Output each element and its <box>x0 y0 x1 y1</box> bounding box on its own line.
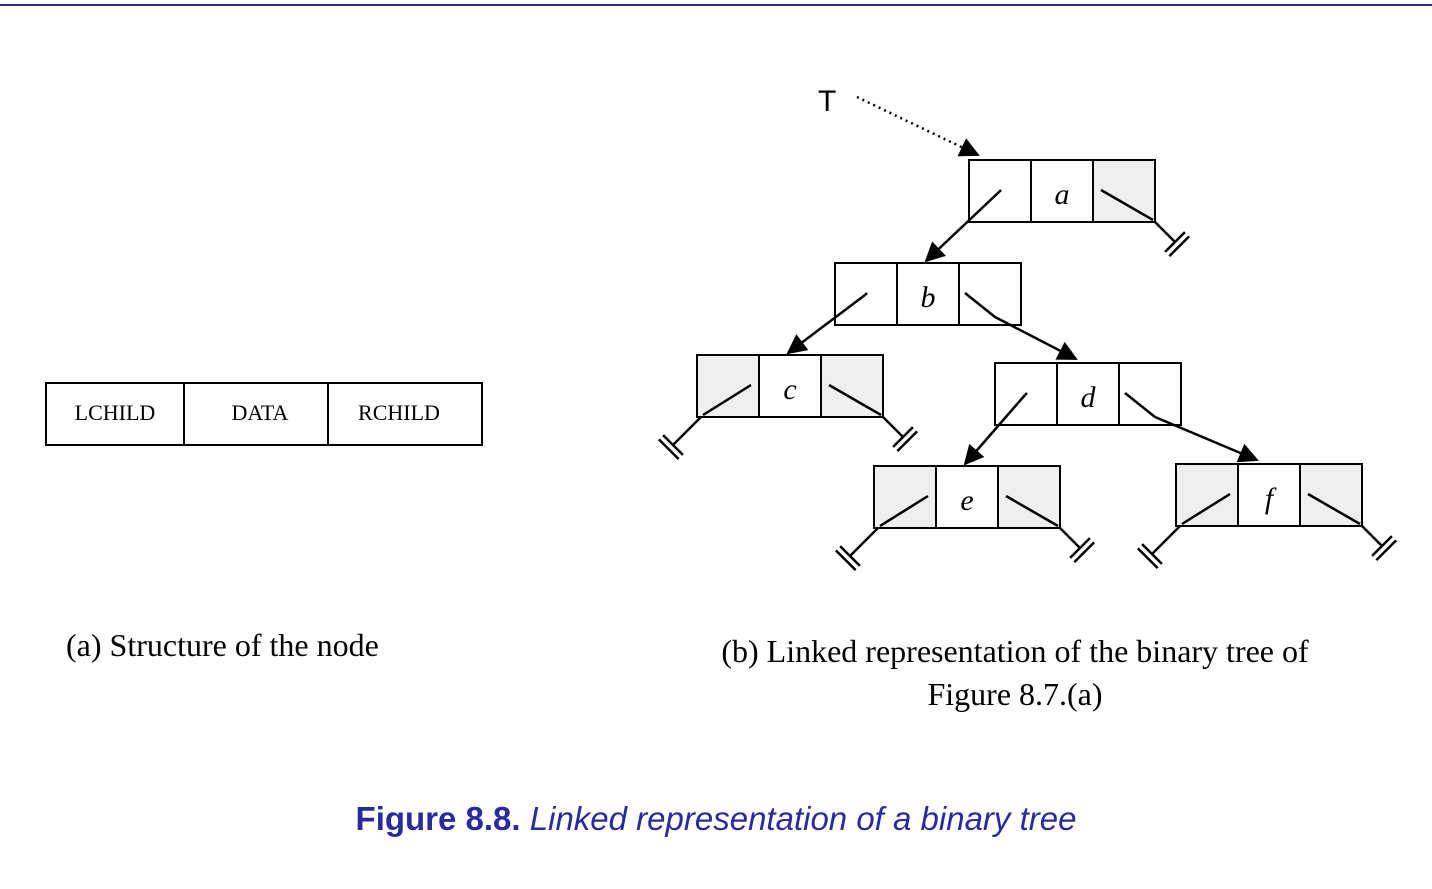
structure-data-cell <box>183 382 329 446</box>
data-cell-b <box>896 262 960 326</box>
structure-lchild-label: LCHILD <box>75 400 156 425</box>
null-left-ground-c <box>657 414 704 461</box>
tree-node-d: d <box>994 362 1182 426</box>
rchild-cell-d <box>1118 362 1182 426</box>
rchild-cell-b <box>958 262 1022 326</box>
caption-linked-tree: (b) Linked representation of the binary … <box>660 630 1370 716</box>
node-label-a: a <box>1055 178 1070 211</box>
node-structure: LCHILD DATA RCHILD <box>45 382 483 446</box>
null-right-ground-c <box>880 414 919 453</box>
tree-node-b: b <box>834 262 1022 326</box>
rchild-cell-f <box>1299 463 1363 527</box>
link-d-e <box>963 394 1026 466</box>
caption-linked-tree-line1: (b) Linked representation of the binary … <box>721 633 1309 669</box>
null-left-ground-e <box>834 525 881 572</box>
link-b-d <box>994 315 1078 361</box>
data-cell-d <box>1056 362 1120 426</box>
structure-rchild-cell <box>327 382 483 446</box>
top-rule <box>0 4 1432 6</box>
data-cell-f <box>1237 463 1301 527</box>
caption-node-structure: (a) Structure of the node <box>66 627 379 663</box>
structure-rchild-label: RCHILD <box>358 400 440 425</box>
tree-nodes: a b c d e f <box>657 159 1398 572</box>
tree-node-c: c <box>696 354 884 418</box>
structure-lchild-cell <box>45 382 185 446</box>
data-cell-c <box>758 354 822 418</box>
tree-node-f: f <box>1175 463 1363 527</box>
figure-title: Linked representation of a binary tree <box>529 800 1077 837</box>
tree-node-a: a <box>968 159 1156 223</box>
root-pointer-arrow <box>856 95 980 157</box>
node-label-d: d <box>1081 381 1097 414</box>
null-right-ground-e <box>1057 525 1096 564</box>
structure-data-label: DATA <box>232 400 289 425</box>
tree-node-e: e <box>873 465 1061 529</box>
data-cell-e <box>935 465 999 529</box>
figure-caption: Figure 8.8. Linked representation of a b… <box>0 800 1432 838</box>
node-label-c: c <box>783 373 796 406</box>
null-left-ground-f <box>1136 523 1183 570</box>
caption-linked-tree-line2: Figure 8.7.(a) <box>927 676 1103 712</box>
link-a-b <box>924 191 1000 263</box>
null-right-ground-a <box>1152 219 1191 258</box>
null-right-ground-f <box>1359 523 1398 562</box>
node-label-b: b <box>921 281 936 314</box>
tree-links <box>786 191 1259 466</box>
figure-number: Figure 8.8. <box>355 800 521 837</box>
link-d-f <box>1154 415 1259 463</box>
node-label-e: e <box>960 484 973 517</box>
link-b-c <box>786 294 866 355</box>
root-pointer-label: T <box>818 85 836 118</box>
